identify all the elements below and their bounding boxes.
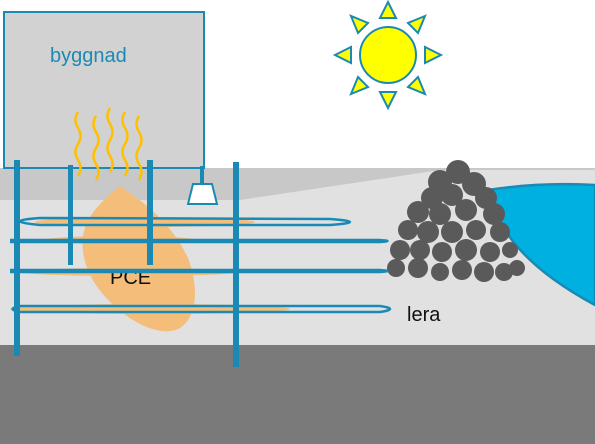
vertical-pipe (68, 165, 73, 265)
rock-pile-icon (387, 160, 525, 282)
flow-line (10, 238, 389, 244)
sun-icon (332, 0, 444, 111)
pipe-network (10, 216, 392, 314)
flow-line (11, 304, 392, 314)
rising-vapor-icon (74, 107, 143, 181)
vertical-pipe (14, 160, 20, 356)
flow-line (18, 216, 352, 227)
clay-label: lera (407, 304, 441, 326)
bedrock-layer (0, 345, 595, 444)
ceiling-lamp-icon (186, 166, 219, 205)
vertical-pipe (147, 160, 153, 265)
vertical-pipe (233, 162, 239, 367)
flow-line (10, 268, 389, 274)
contaminant-plume (82, 186, 195, 332)
building (3, 11, 205, 169)
vertical-pipes (14, 160, 239, 367)
building-label: byggnad (50, 45, 127, 67)
